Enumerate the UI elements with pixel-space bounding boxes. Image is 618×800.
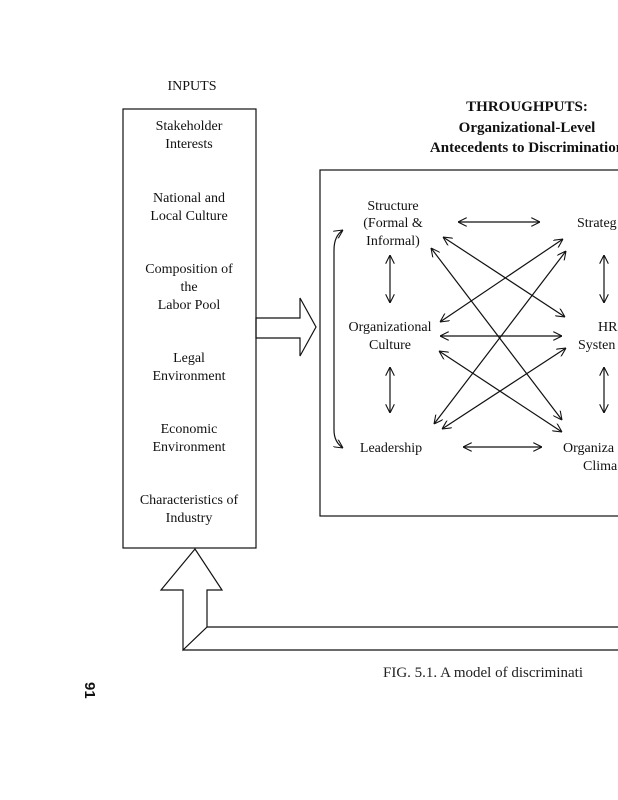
throughputs-box xyxy=(319,169,618,517)
node-culture: Organizational xyxy=(349,320,432,335)
node-hr: HR xyxy=(598,320,618,335)
input-item: the xyxy=(180,280,197,295)
node-climate: Clima xyxy=(583,459,618,474)
node-structure: Informal) xyxy=(366,234,420,249)
feedback-arrow-up xyxy=(159,547,224,652)
title-line: Antecedents to Discrimination xyxy=(430,140,618,156)
input-item: Characteristics of xyxy=(140,493,239,508)
title-line: THROUGHPUTS: xyxy=(466,99,588,115)
arrow xyxy=(439,351,562,432)
input-item: Local Culture xyxy=(150,209,227,224)
figure-caption: FIG. 5.1. A model of discriminati xyxy=(383,665,583,681)
node-culture: Culture xyxy=(369,338,411,353)
node-structure: Structure xyxy=(367,199,418,214)
input-item: Industry xyxy=(166,511,213,526)
title-line: Organizational-Level xyxy=(459,120,596,136)
node-hr: Systen xyxy=(578,338,615,353)
input-item: Environment xyxy=(152,440,225,455)
input-item: Interests xyxy=(165,137,212,152)
input-item: National and xyxy=(153,191,225,206)
input-item: Legal xyxy=(173,351,205,366)
inputs-box xyxy=(122,108,257,549)
arrow xyxy=(440,239,563,322)
node-structure: (Formal & xyxy=(363,216,423,231)
throughputs-title: THROUGHPUTS: Organizational-Level Antece… xyxy=(430,99,618,156)
inputs-title: INPUTS xyxy=(167,79,216,94)
input-item: Composition of xyxy=(145,262,233,277)
input-item: Environment xyxy=(152,369,225,384)
page-number: 91 xyxy=(81,682,98,699)
input-item: Stakeholder xyxy=(156,119,223,134)
node-climate: Organiza xyxy=(563,441,615,456)
inputs-list: Stakeholder Interests National and Local… xyxy=(140,119,239,526)
input-item: Labor Pool xyxy=(158,298,221,313)
relationship-arrows xyxy=(390,222,604,447)
block-arrow-right xyxy=(255,297,317,357)
node-strategy: Strateg xyxy=(577,216,617,231)
bracket-arrow xyxy=(334,230,343,448)
arrow xyxy=(431,248,562,420)
input-item: Economic xyxy=(161,422,218,437)
node-leadership: Leadership xyxy=(360,441,422,456)
